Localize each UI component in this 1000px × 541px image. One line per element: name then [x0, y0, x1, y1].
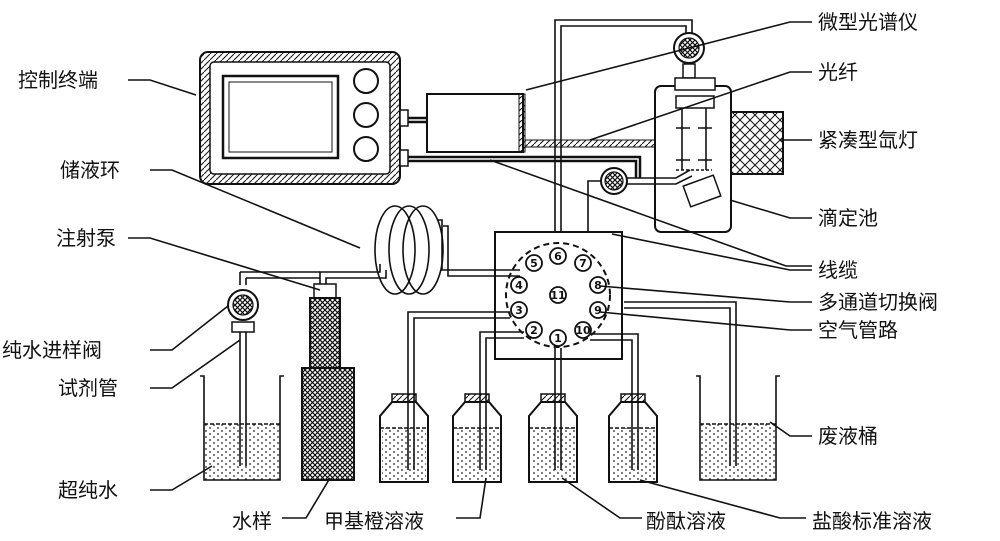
- valve-port-2: 2: [525, 321, 543, 339]
- label-cable: 线缆: [818, 258, 858, 282]
- titration-cell: [624, 77, 732, 233]
- detector-box: [426, 93, 526, 153]
- svg-text:6: 6: [554, 250, 562, 263]
- bottle-hcl-standard: [590, 333, 658, 483]
- label-phenolphthalein: 酚酞溶液: [646, 509, 726, 533]
- label-hcl-standard: 盐酸标准溶液: [812, 509, 932, 533]
- bottle-phenolphthalein: [528, 348, 578, 483]
- svg-text:7: 7: [579, 257, 587, 270]
- label-water-inlet-valve: 纯水进样阀: [2, 338, 102, 362]
- svg-text:8: 8: [594, 279, 602, 292]
- label-methyl-orange: 甲基橙溶液: [324, 509, 424, 533]
- valve-ports: 1 2 3 4 5 6 7 8 9 10 11: [510, 247, 607, 347]
- water-inlet-valve: [227, 272, 259, 466]
- control-terminal: [199, 51, 409, 185]
- bottle-methyl-orange: [452, 331, 524, 483]
- valve-port-5: 5: [525, 254, 543, 272]
- waste-bucket-beaker: [624, 301, 780, 481]
- bottle-water-sample: [379, 311, 510, 483]
- valve-port-3: 3: [510, 301, 528, 319]
- cables: [408, 116, 656, 178]
- label-storage-loop: 储液环: [60, 158, 120, 182]
- label-air-line: 空气管路: [818, 318, 898, 342]
- svg-text:1: 1: [554, 332, 562, 345]
- label-multi-valve: 多通道切换阀: [818, 290, 938, 314]
- label-control-terminal: 控制终端: [18, 68, 98, 92]
- valve-port-4: 4: [510, 276, 528, 294]
- label-waste-bucket: 废液桶: [818, 424, 878, 448]
- valve-port-9: 9: [589, 301, 607, 319]
- svg-text:11: 11: [550, 289, 565, 302]
- valve-port-11: 11: [549, 286, 567, 304]
- svg-text:4: 4: [515, 279, 523, 292]
- label-micro-spectrometer: 微型光谱仪: [818, 10, 918, 34]
- svg-text:5: 5: [530, 257, 538, 270]
- label-xenon-lamp: 紧凑型氙灯: [818, 128, 918, 152]
- svg-text:3: 3: [515, 304, 523, 317]
- labels: 控制终端 储液环 注射泵 纯水进样阀 试剂管 超纯水 水样 甲基橙溶液 酚酞溶液…: [2, 10, 938, 533]
- label-water-sample: 水样: [232, 509, 272, 533]
- valve-port-7: 7: [574, 254, 592, 272]
- leader-lines: [128, 21, 812, 519]
- valve-port-10: 10: [574, 321, 592, 339]
- label-reagent-tube: 试剂管: [58, 376, 118, 400]
- label-ultrapure-water: 超纯水: [58, 478, 118, 502]
- ultrapure-water-beaker: [200, 375, 284, 481]
- syringe-pump: [240, 271, 355, 481]
- label-optical-fiber: 光纤: [818, 60, 858, 84]
- valve-port-8: 8: [589, 276, 607, 294]
- valve-port-1: 1: [549, 329, 567, 347]
- label-titration-cell: 滴定池: [818, 206, 878, 230]
- xenon-lamp: [730, 111, 784, 175]
- cell-valve: [587, 167, 628, 250]
- svg-text:10: 10: [575, 324, 591, 337]
- label-syringe-pump: 注射泵: [56, 226, 116, 250]
- storage-loop: [319, 205, 520, 295]
- valve-port-6: 6: [549, 247, 567, 265]
- svg-text:9: 9: [594, 304, 602, 317]
- svg-text:2: 2: [530, 324, 538, 337]
